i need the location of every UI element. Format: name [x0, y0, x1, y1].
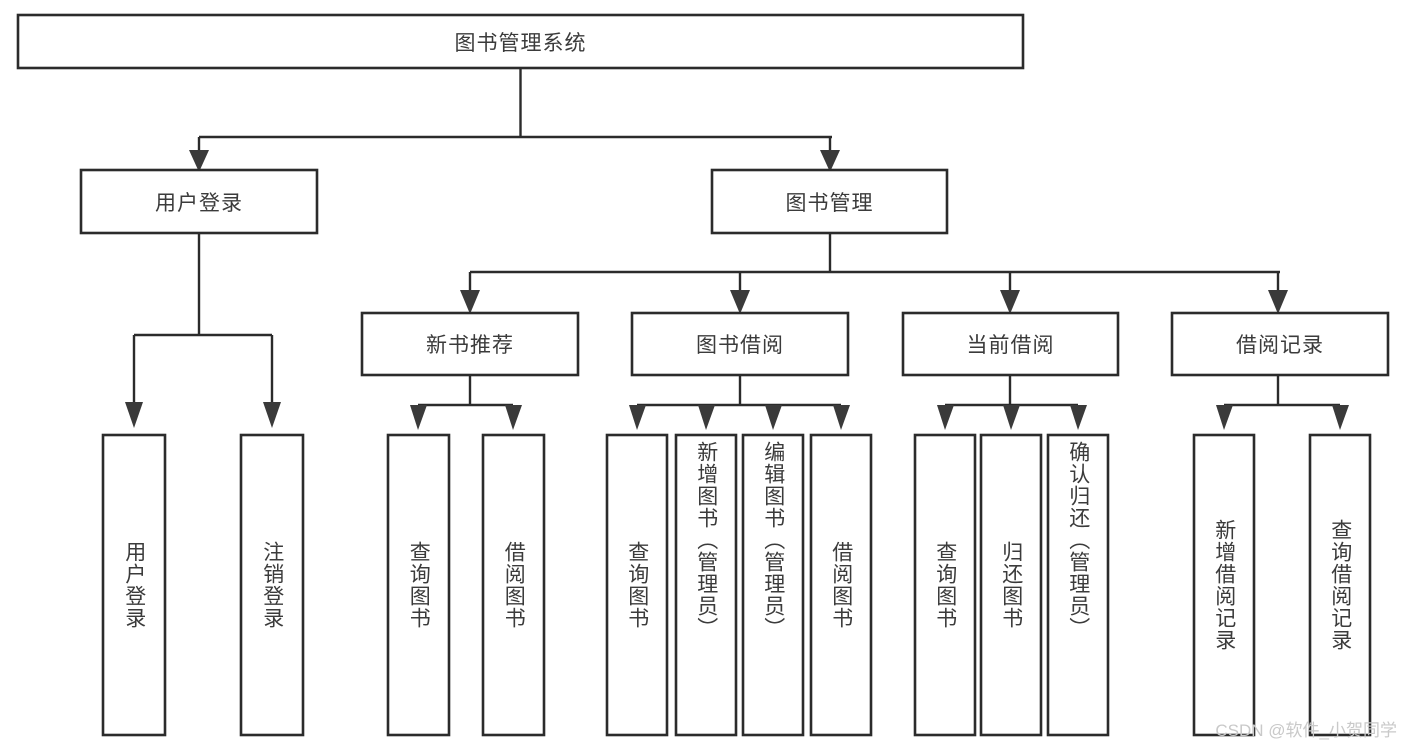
- node-leaf-user-login[interactable]: [101, 433, 167, 737]
- node-leaf-return-book[interactable]: [979, 433, 1043, 737]
- arrowhead-leaf-borrow-book-1: [505, 405, 522, 430]
- node-book-borrow[interactable]: [630, 311, 850, 377]
- arrowhead-current-borrow: [1000, 290, 1020, 314]
- node-box-layer: [16, 13, 1390, 737]
- arrowhead-leaf-user-logout: [263, 402, 281, 428]
- arrowhead-leaf-query-book-1: [410, 405, 427, 430]
- csdn-watermark: CSDN @软件_小贺同学: [1215, 721, 1397, 740]
- arrowhead-leaf-edit-book: [765, 405, 782, 430]
- arrowhead-leaf-user-login: [125, 402, 143, 428]
- node-leaf-query-record[interactable]: [1308, 433, 1372, 737]
- arrowhead-new-book-rec: [460, 290, 480, 314]
- arrowhead-borrow-record: [1268, 290, 1288, 314]
- node-new-book-rec[interactable]: [360, 311, 580, 377]
- node-leaf-borrow-book-2[interactable]: [809, 433, 873, 737]
- node-leaf-query-book-2[interactable]: [605, 433, 669, 737]
- arrowhead-book-manage: [820, 150, 840, 172]
- node-user-login[interactable]: [79, 168, 319, 235]
- arrowhead-leaf-query-book-3: [937, 405, 954, 430]
- arrowhead-leaf-query-book-2: [629, 405, 646, 430]
- node-current-borrow[interactable]: [901, 311, 1120, 377]
- node-book-manage[interactable]: [710, 168, 949, 235]
- node-leaf-edit-book[interactable]: [741, 433, 805, 737]
- arrowhead-leaf-add-book: [698, 405, 715, 430]
- arrowhead-book-borrow: [730, 290, 750, 314]
- arrowhead-layer: [125, 150, 1349, 430]
- arrowhead-leaf-query-record: [1332, 405, 1349, 430]
- arrowhead-leaf-return-book: [1003, 405, 1020, 430]
- node-root[interactable]: [16, 13, 1025, 70]
- arrowhead-user-login: [189, 150, 209, 172]
- node-leaf-add-book[interactable]: [674, 433, 738, 737]
- arrowhead-leaf-confirm-return: [1070, 405, 1087, 430]
- node-leaf-query-book-3[interactable]: [913, 433, 977, 737]
- node-leaf-borrow-book-1[interactable]: [481, 433, 546, 737]
- node-leaf-add-record[interactable]: [1192, 433, 1256, 737]
- node-leaf-user-logout[interactable]: [239, 433, 305, 737]
- arrowhead-leaf-add-record: [1216, 405, 1233, 430]
- arrowhead-leaf-borrow-book-2: [833, 405, 850, 430]
- node-leaf-query-book-1[interactable]: [386, 433, 451, 737]
- node-borrow-record[interactable]: [1170, 311, 1390, 377]
- node-leaf-confirm-return[interactable]: [1046, 433, 1110, 737]
